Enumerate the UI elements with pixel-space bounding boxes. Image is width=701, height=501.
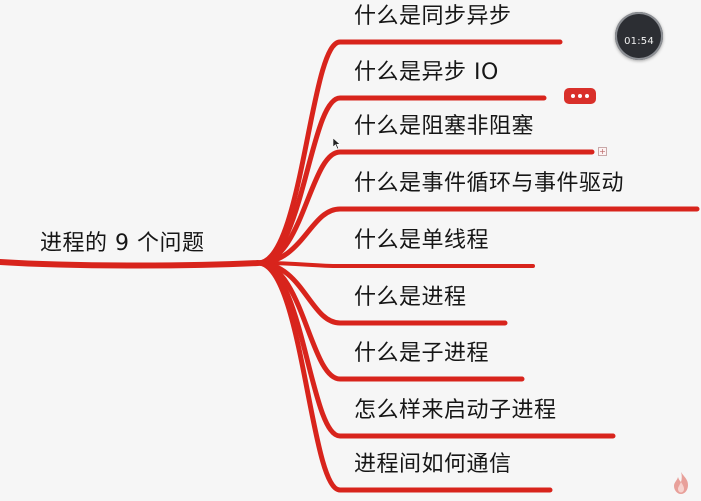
branch-label[interactable]: 怎么样来启动子进程 xyxy=(354,398,557,423)
branch-label[interactable]: 什么是阻塞非阻塞 xyxy=(354,114,535,139)
branch-label[interactable]: 什么是同步异步 xyxy=(354,4,512,29)
root-branch-line xyxy=(0,259,261,269)
branch-label[interactable]: 什么是异步 IO xyxy=(354,60,499,85)
recording-timer-badge: 01:54 xyxy=(615,12,663,60)
branch-label[interactable]: 什么是子进程 xyxy=(354,341,490,366)
more-options-button[interactable] xyxy=(564,88,596,104)
branch-line xyxy=(255,260,553,493)
flame-logo-icon xyxy=(674,472,688,494)
branch-label[interactable]: 什么是事件循环与事件驱动 xyxy=(354,171,625,196)
timer-text: 01:54 xyxy=(624,35,654,47)
mouse-cursor-icon xyxy=(333,138,341,150)
branch-line xyxy=(255,206,700,266)
branch-label[interactable]: 进程间如何通信 xyxy=(354,452,512,477)
branch-label[interactable]: 什么是单线程 xyxy=(354,228,490,253)
branch-line xyxy=(255,149,595,266)
ellipsis-dot xyxy=(585,94,589,98)
root-node-label[interactable]: 进程的 9 个问题 xyxy=(40,231,205,256)
branch-line xyxy=(256,261,535,268)
branch-label[interactable]: 什么是进程 xyxy=(354,285,467,310)
ellipsis-dot xyxy=(578,94,582,98)
collapse-toggle-icon[interactable]: + xyxy=(598,147,607,156)
ellipsis-icon xyxy=(571,94,575,98)
